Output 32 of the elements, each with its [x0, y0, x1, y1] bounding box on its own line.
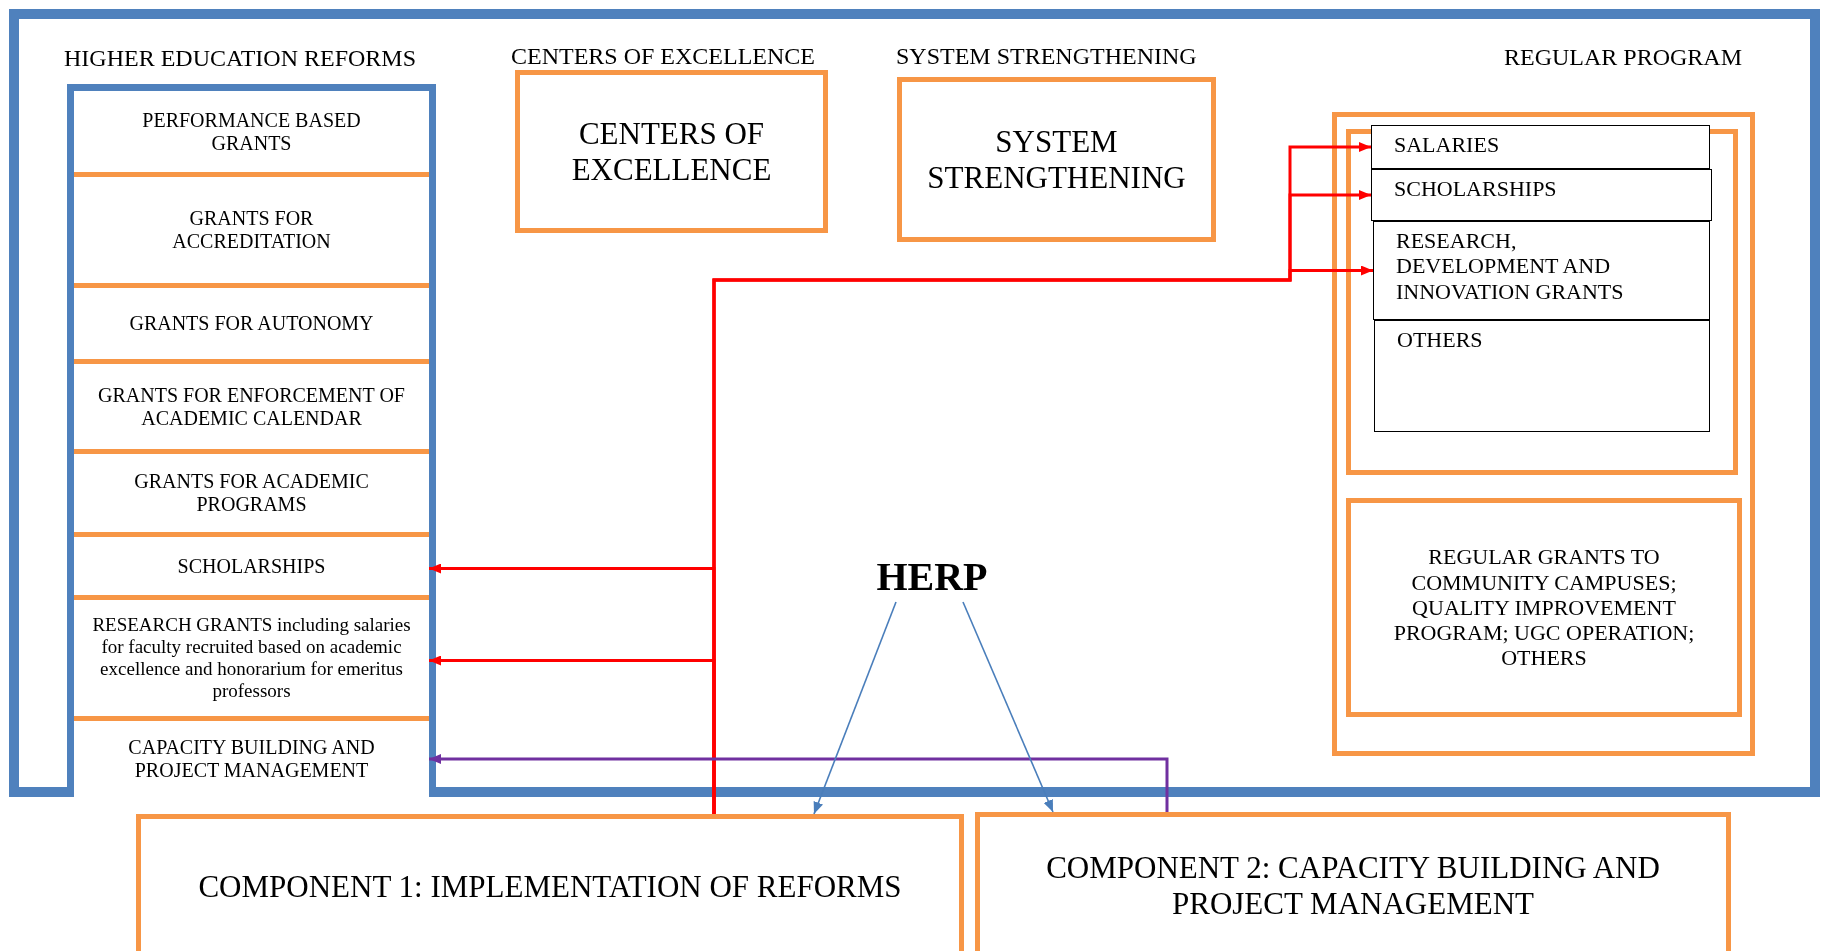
box-label: SALARIES: [1393, 131, 1501, 159]
box-label: GRANTS FOR AUTONOMY: [128, 312, 375, 335]
box-label: REGULAR GRANTS TO COMMUNITY CAMPUSES; QUALITY IMPROVEMENT PROGRAM; UGC OPERATION; OTHERS: [1392, 544, 1696, 671]
component-box: [975, 812, 1731, 951]
box-label: RESEARCH, DEVELOPMENT AND INNOVATION GRANTS: [1395, 227, 1625, 306]
section-heading: CENTERS OF EXCELLENCE: [511, 43, 815, 70]
component-box: [136, 814, 964, 951]
box-label: SCHOLARSHIPS: [176, 554, 327, 578]
item-box: [1371, 125, 1710, 169]
box-label: COMPONENT 1: IMPLEMENTATION OF REFORMS: [197, 868, 903, 905]
box-label: GRANTS FOR ACADEMIC PROGRAMS: [133, 470, 370, 516]
item-box: [1373, 221, 1710, 320]
section-heading: REGULAR PROGRAM: [1503, 44, 1742, 71]
box-label: GRANTS FOR ACCREDITATION: [171, 207, 332, 253]
box-label: RESEARCH GRANTS including salaries for faculty recruited based on academic excellence and honorarium for emeritus professors: [91, 614, 412, 702]
arrow: [962, 601, 1054, 813]
section-heading: HIGHER EDUCATION REFORMS: [64, 45, 417, 72]
herp-title: HERP: [875, 554, 989, 600]
component-box: [1346, 498, 1742, 717]
arrow: [429, 754, 1169, 812]
box-label: SYSTEM STRENGTHENING: [926, 123, 1187, 196]
box-label: OTHERS: [1396, 326, 1484, 354]
box-label: PERFORMANCE BASED GRANTS: [141, 108, 362, 155]
item-box: [1374, 320, 1710, 432]
item-box: [1371, 169, 1712, 221]
box-label: COMPONENT 2: CAPACITY BUILDING AND PROJECT MANAGEMENT: [1045, 849, 1661, 922]
box-label: CENTERS OF EXCELLENCE: [570, 115, 773, 188]
box-label: GRANTS FOR ENFORCEMENT OF ACADEMIC CALENDAR: [97, 383, 406, 430]
arrow: [813, 601, 897, 815]
box-label: SCHOLARSHIPS: [1393, 175, 1558, 203]
box-label: CAPACITY BUILDING AND PROJECT MANAGEMENT: [127, 736, 376, 782]
section-heading: SYSTEM STRENGTHENING: [896, 43, 1197, 70]
